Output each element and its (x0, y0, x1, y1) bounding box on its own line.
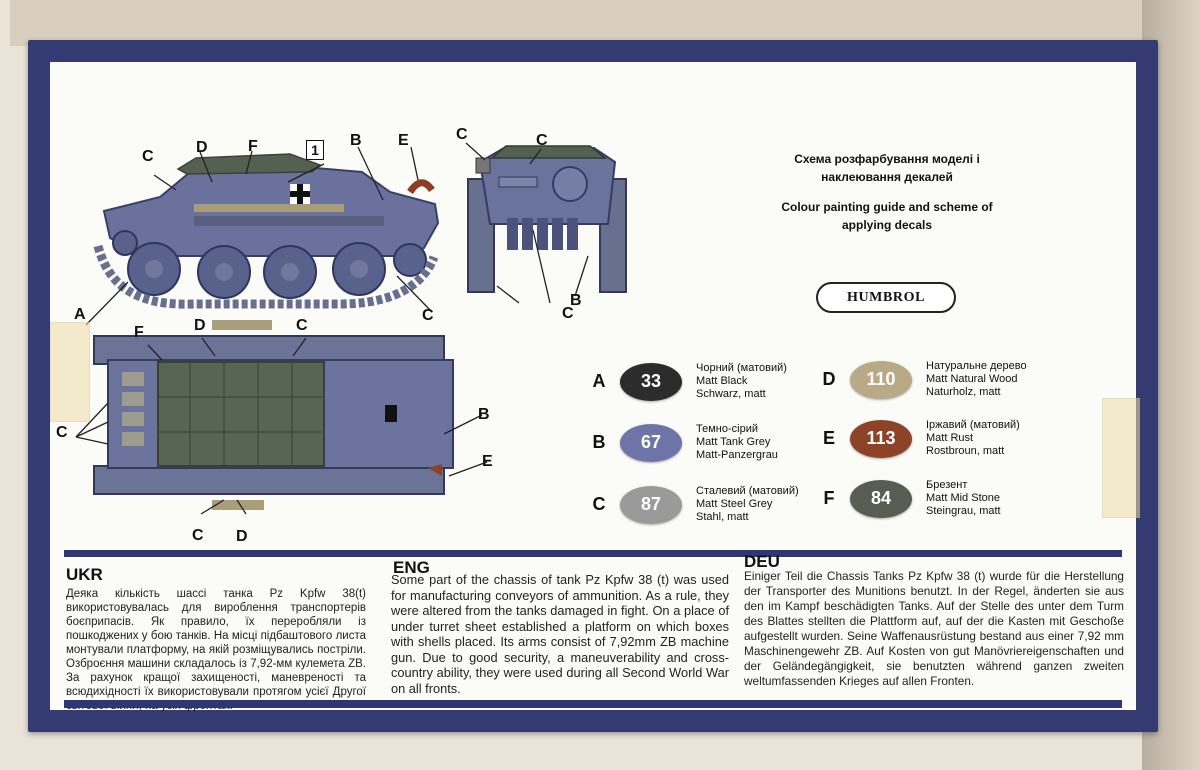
top-c-bottom-label: C (192, 527, 204, 544)
front-c-top-label: C (536, 132, 548, 149)
paint-swatch: 33 (620, 362, 682, 401)
paint-letter: C (592, 494, 606, 514)
front-c-bottom-label: C (562, 305, 574, 322)
humbrol-logo: HUMBROL (816, 282, 956, 313)
top-b-label: B (478, 406, 490, 423)
paint-letter: B (592, 432, 606, 452)
tank-diagrams (75, 142, 627, 515)
top-c-label: C (296, 317, 308, 334)
paint-letter: F (823, 488, 835, 508)
ukr-text: Деяка кількість шассі танка Pz Kpfw 38(t… (66, 588, 366, 712)
paint-swatch: 113 (850, 419, 912, 458)
decal-number-label: 1 (306, 140, 324, 160)
diagram-leaders (75, 142, 589, 515)
side-e-label: E (398, 132, 409, 149)
instruction-card: C D F 1 B E A C C C C B F D C C B E C D (50, 62, 1140, 712)
top-d-label: D (194, 317, 206, 334)
paint-letter: D (822, 369, 836, 389)
side-c-lower-label: C (422, 307, 434, 324)
tank-top-view (93, 320, 454, 510)
balkenkreuz-decal (290, 184, 310, 204)
paint-letter: E (822, 428, 835, 448)
side-c-label: C (142, 148, 154, 165)
instruction-card-border: C D F 1 B E A C C C C B F D C C B E C D (28, 40, 1158, 732)
top-e-label: E (482, 453, 493, 470)
eng-text: Some part of the chassis of tank Pz Kpfw… (391, 572, 729, 696)
paint-swatch: 110 (850, 360, 912, 399)
side-d-label: D (196, 139, 208, 156)
front-b-label: B (570, 292, 582, 309)
eng-heading: ENG (393, 558, 430, 577)
paint-swatch: 84 (850, 479, 912, 518)
front-c-left-label: C (456, 126, 468, 143)
tape-left (50, 322, 90, 422)
bottom-border (64, 700, 1122, 708)
guide-title-ukr: Схема розфарбування моделі і наклеювання… (794, 152, 980, 184)
paint-swatch: 87 (620, 485, 682, 524)
guide-title-eng: Colour painting guide and scheme of appl… (781, 200, 993, 232)
side-a-label: A (74, 306, 86, 323)
section-divider (64, 550, 1122, 557)
tape-right (1102, 398, 1140, 518)
top-c-left-label: C (56, 424, 68, 441)
painting-guide-panel: C D F 1 B E A C C C C B F D C C B E C D (50, 62, 1140, 552)
side-f-label: F (248, 138, 258, 155)
box-top-edge (10, 0, 1200, 46)
top-d-bottom-label: D (236, 528, 248, 545)
deu-heading: DEU (744, 552, 780, 571)
paint-letter: A (592, 371, 606, 391)
side-b-label: B (350, 132, 362, 149)
ukr-heading: UKR (66, 565, 103, 584)
tank-side-view (93, 153, 440, 309)
top-f-label: F (134, 324, 144, 341)
paint-swatch: 67 (620, 423, 682, 462)
deu-text: Einiger Teil die Chassis Tanks Pz Kpfw 3… (744, 569, 1124, 688)
tank-front-view (467, 145, 627, 293)
